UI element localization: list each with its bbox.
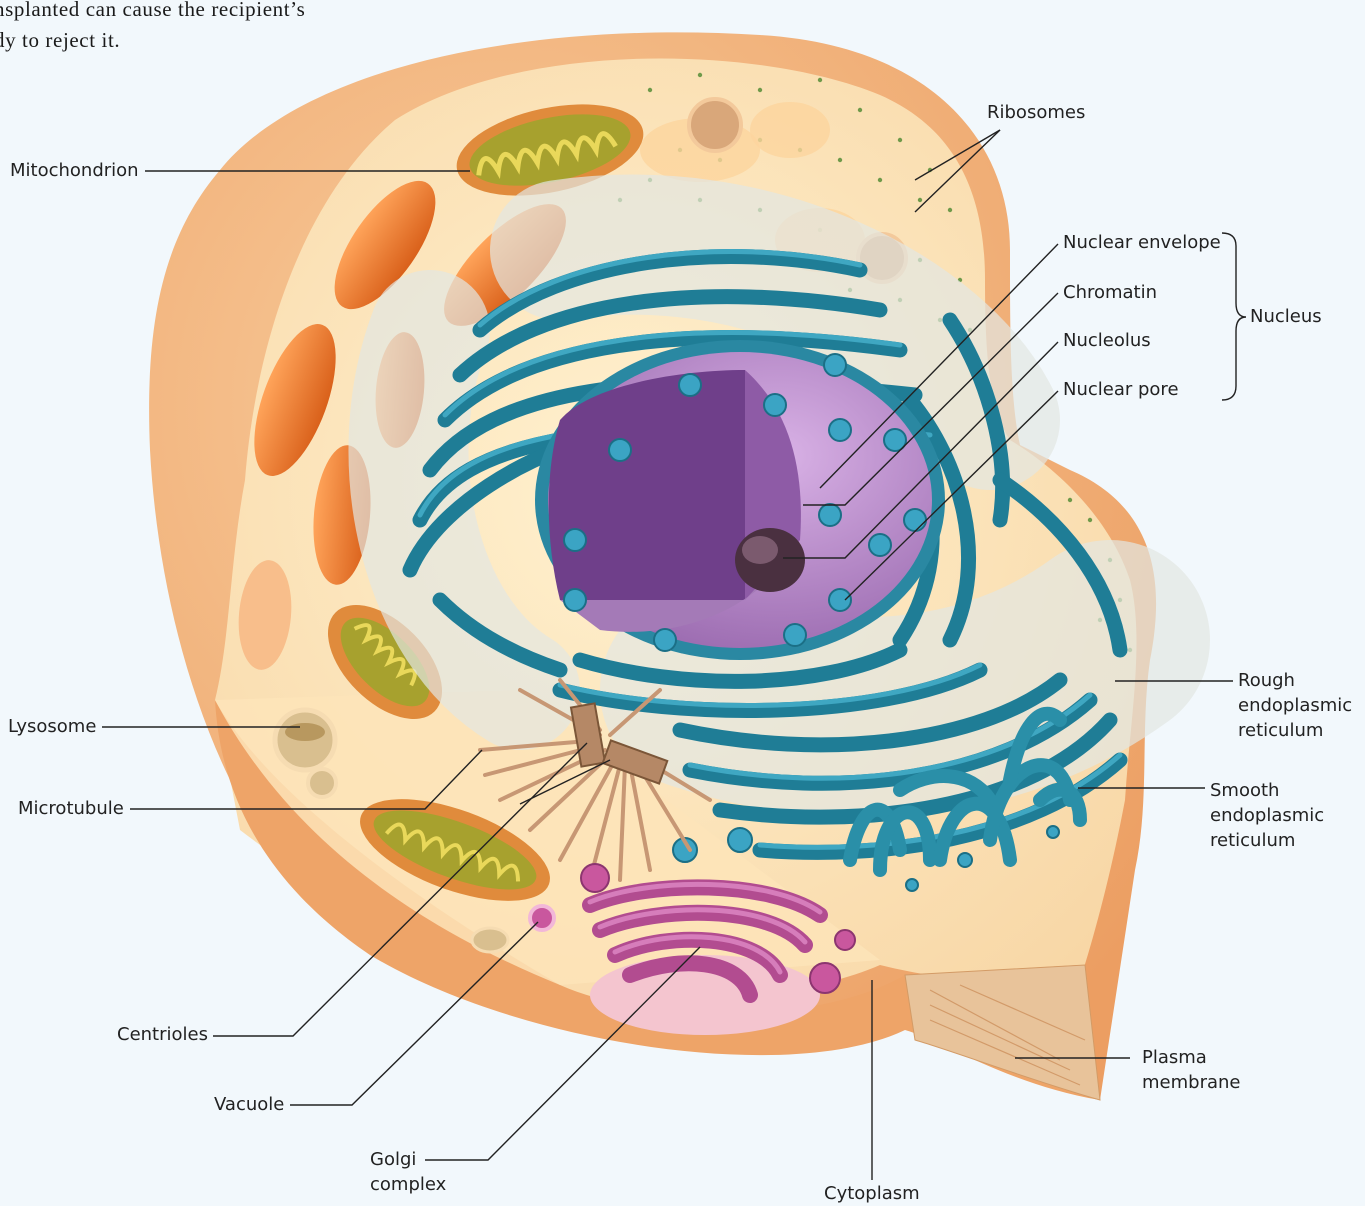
label-lysosome: Lysosome <box>8 714 96 739</box>
label-nucleolus: Nucleolus <box>1063 328 1151 353</box>
label-golgi-line-1: Golgi <box>370 1147 446 1172</box>
nucleus-brace <box>1222 233 1246 400</box>
label-nuclear-pore: Nuclear pore <box>1063 377 1179 402</box>
label-smooth-er: Smooth endoplasmic reticulum <box>1210 778 1324 853</box>
nucleus <box>535 340 945 660</box>
label-mitochondrion: Mitochondrion <box>10 158 139 183</box>
label-golgi-line-2: complex <box>370 1172 446 1197</box>
label-vacuole: Vacuole <box>214 1092 284 1117</box>
label-plasma-membrane-line-2: membrane <box>1142 1070 1240 1095</box>
label-rough-er-line-1: Rough <box>1238 668 1352 693</box>
membrane-cut-face <box>905 965 1100 1100</box>
body-text-line-2: dy to reject it. <box>0 25 305 56</box>
page-body-text: nsplanted can cause the recipient’s dy t… <box>0 0 305 56</box>
label-ribosomes: Ribosomes <box>987 100 1085 125</box>
body-text-line-1: nsplanted can cause the recipient’s <box>0 0 305 25</box>
label-smooth-er-line-1: Smooth <box>1210 778 1324 803</box>
label-rough-er-line-2: endoplasmic <box>1238 693 1352 718</box>
label-chromatin: Chromatin <box>1063 280 1157 305</box>
label-cytoplasm: Cytoplasm <box>824 1181 920 1206</box>
label-smooth-er-line-2: endoplasmic <box>1210 803 1324 828</box>
label-rough-er-line-3: reticulum <box>1238 718 1352 743</box>
label-microtubule: Microtubule <box>18 796 124 821</box>
label-smooth-er-line-3: reticulum <box>1210 828 1324 853</box>
label-nucleus: Nucleus <box>1250 304 1322 329</box>
label-centrioles: Centrioles <box>117 1022 208 1047</box>
label-rough-er: Rough endoplasmic reticulum <box>1238 668 1352 743</box>
label-plasma-membrane-line-1: Plasma <box>1142 1045 1240 1070</box>
label-nuclear-envelope: Nuclear envelope <box>1063 230 1221 255</box>
label-golgi: Golgi complex <box>370 1147 446 1197</box>
label-plasma-membrane: Plasma membrane <box>1142 1045 1240 1095</box>
